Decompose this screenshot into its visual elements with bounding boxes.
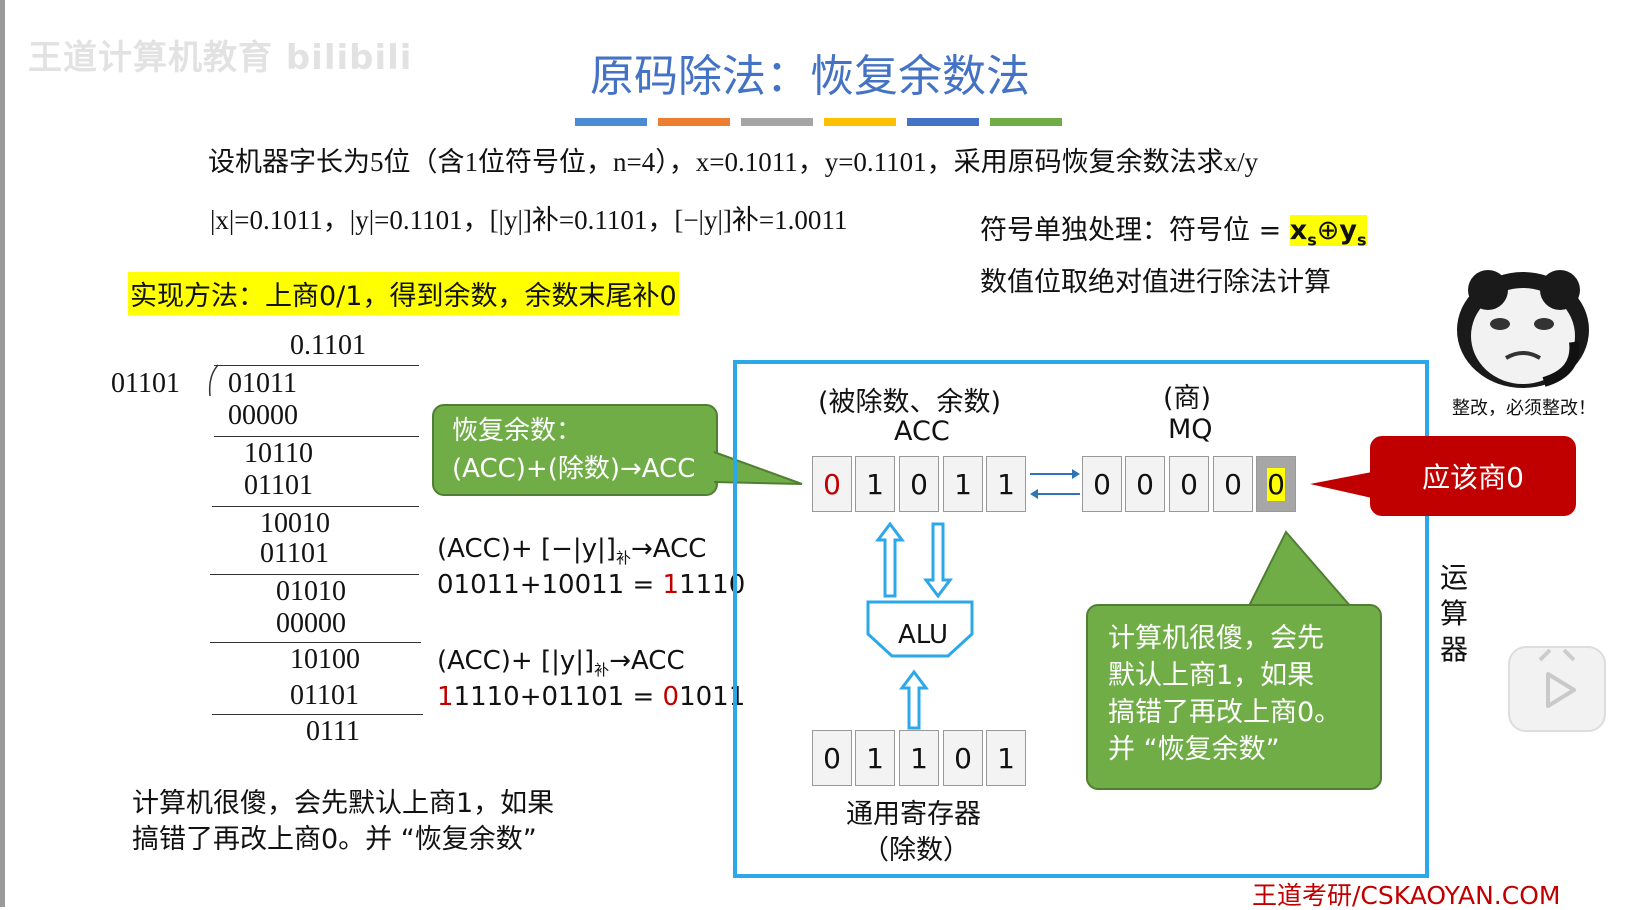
green-callout-2: 计算机很傻，会先 默认上商1，如果 搞错了再改上商0。 并 “恢复余数” [1086,604,1382,790]
ld-row-2: 10110 [244,438,313,469]
callout-line: 计算机很傻，会先 [1108,623,1324,654]
callout-line: 默认上商1，如果 [1108,660,1315,691]
step2-equation: 11110+01101 = 01011 [437,682,746,712]
ld-row-5: 01101 [260,538,329,569]
callout-line: 恢复余数： [452,416,583,446]
ld-row-0: 01011 [228,368,297,399]
division-bracket [208,364,219,397]
reg-bit-4: 1 [986,730,1026,786]
mq-bit-2: 0 [1169,456,1209,512]
title-bar-3 [824,118,896,126]
ld-line [212,714,423,715]
play-icon [1538,648,1576,708]
watermark: 王道计算机教育 bilibili [28,38,413,78]
acc-bit-0: 0 [812,456,852,512]
mq-bit-4: 0 [1256,456,1296,512]
mq-bit-0: 0 [1082,456,1122,512]
step1-label: (ACC)+ [−|y|]补→ACC [437,534,707,568]
ld-line [214,436,419,437]
green-callout2-pointer [1247,530,1353,609]
play-button[interactable] [1508,646,1606,732]
divisor: 01101 [111,368,180,399]
mq-bit-3: 0 [1213,456,1253,512]
ld-line [210,642,421,643]
mq-bit-4-value: 0 [1267,467,1285,501]
alu-label: ALU [898,620,949,650]
acc-label: ACC [894,416,950,447]
mq-label: MQ [1168,414,1213,445]
title-bar-1 [658,118,730,126]
acc-register: 0 1 0 1 1 [812,456,1026,512]
ld-row-1: 00000 [228,400,298,431]
note-line: 计算机很傻，会先默认上商1，如果 [132,788,555,819]
acc-caption: (被除数、余数) [818,387,1002,418]
quotient: 0.1101 [290,330,366,361]
mq-bit-1: 0 [1125,456,1165,512]
general-register-label: 通用寄存器 [846,799,981,830]
alu-diagram [866,521,974,730]
bottom-note: 计算机很傻，会先默认上商1，如果 搞错了再改上商0。并 “恢复余数” [132,786,554,858]
reg-bit-2: 1 [899,730,939,786]
ld-row-8: 10100 [290,644,360,675]
reg-bit-0: 0 [812,730,852,786]
title-bar-4 [907,118,979,126]
acc-bit-2: 0 [899,456,939,512]
ld-row-9: 01101 [290,680,359,711]
ld-row-10: 0111 [306,716,360,747]
acc-bit-4: 1 [986,456,1026,512]
title-bar-0 [575,118,647,126]
restore-remainder-callout: 恢复余数： (ACC)+(除数)→ACC [432,404,718,496]
sign-note-line-1: 符号单独处理：符号位 = xs⊕ys [980,215,1367,250]
problem-line-2: |x|=0.1011，|y|=0.1101，[|y|]补=0.1101，[−|y… [210,205,848,235]
ld-row-6: 01010 [276,576,346,607]
title-bar-2 [741,118,813,126]
step1-equation: 01011+10011 = 11110 [437,570,746,600]
general-register: 0 1 1 0 1 [812,730,1026,786]
ld-row-7: 00000 [276,608,346,639]
meme-caption: 整改，必须整改！ [1452,398,1596,419]
ld-row-3: 01101 [244,470,313,501]
callout-line: 并 “恢复余数” [1108,734,1280,765]
unit-label: 运算器 [1440,561,1469,666]
method-text: 实现方法：上商0/1，得到余数，余数末尾补0 [128,272,679,315]
problem-line-1: 设机器字长为5位（含1位符号位，n=4），x=0.1011，y=0.1101，采… [208,147,1259,177]
ld-line [212,506,419,507]
window-edge [0,0,5,907]
note-line: 搞错了再改上商0。并 “恢复余数” [132,824,537,855]
mq-caption: (商) [1163,383,1212,414]
general-register-sub: （除数） [862,835,970,866]
acc-bit-3: 1 [943,456,983,512]
title-bar-5 [990,118,1062,126]
acc-bit-1: 1 [855,456,895,512]
footer-brand: 王道考研/CSKAOYAN.COM [1252,881,1561,910]
ld-row-4: 10010 [260,508,330,539]
panda-meme-image [1457,270,1589,388]
red-callout-pointer [1310,472,1372,498]
reg-bit-3: 0 [943,730,983,786]
step2-label: (ACC)+ [|y|]补→ACC [437,646,685,680]
sign-note-line-2: 数值位取绝对值进行除法计算 [980,267,1331,298]
ld-line [210,574,419,575]
sign-formula: xs⊕ys [1289,215,1367,250]
callout-line: (ACC)+(除数)→ACC [452,454,696,484]
alu-unit-frame [733,360,1429,878]
acc-mq-arrows [1030,469,1080,499]
mq-register: 0 0 0 0 0 [1082,456,1296,512]
red-callout: 应该商0 [1370,436,1576,516]
division-bar [214,365,419,366]
reg-bit-1: 1 [855,730,895,786]
callout-line: 搞错了再改上商0。 [1108,697,1342,728]
slide-title: 原码除法：恢复余数法 [590,51,1030,102]
